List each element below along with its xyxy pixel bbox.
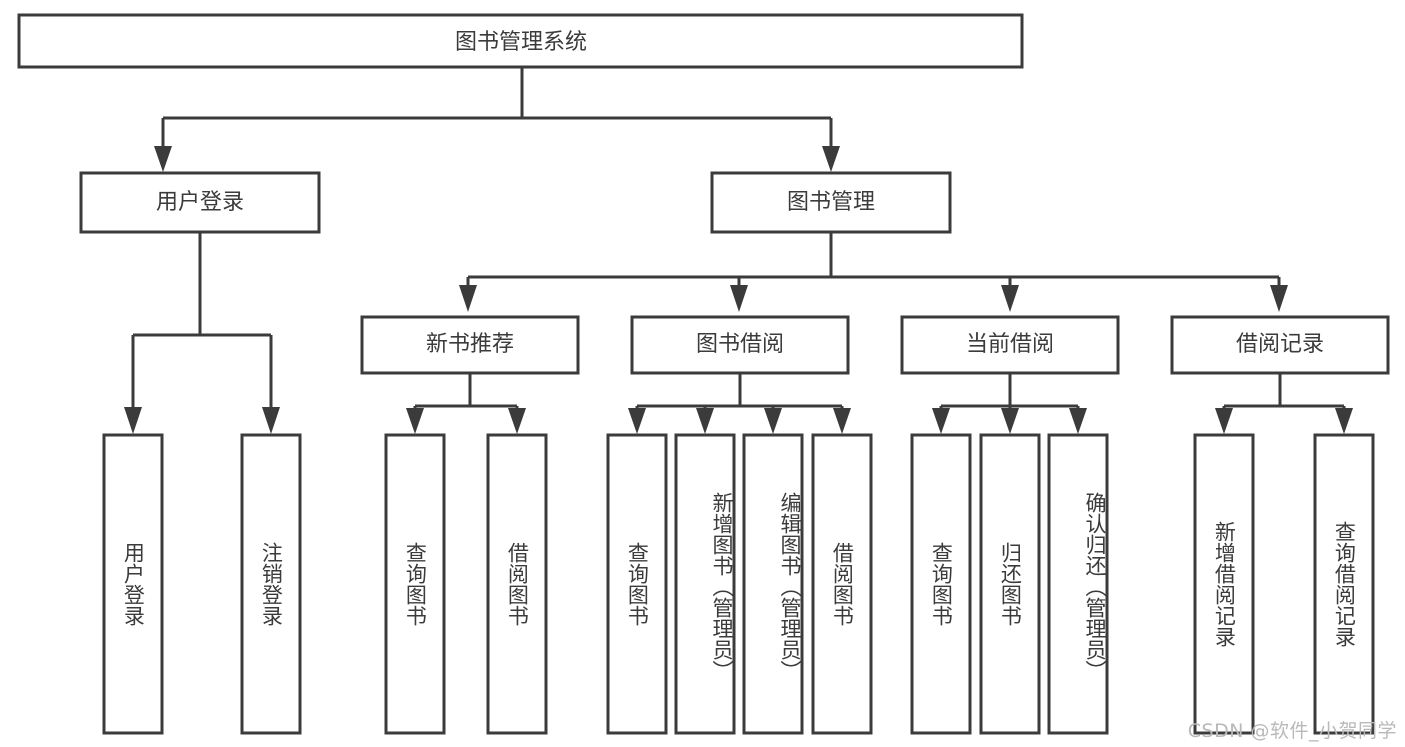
csdn-watermark: CSDN @软件_小贺同学	[1187, 720, 1397, 742]
arrowhead-nbr-0	[406, 408, 424, 434]
arrowhead-br-1	[1335, 408, 1353, 434]
arrowhead-cb-1	[1001, 408, 1019, 434]
leaf-box-nbr-1[interactable]	[486, 433, 548, 735]
leaf-box-br-1[interactable]	[1313, 433, 1375, 735]
arrowhead-br-0	[1215, 408, 1233, 434]
node-current-borrow[interactable]: 当前借阅	[900, 315, 1120, 375]
new-book-recommend-box[interactable]	[360, 315, 580, 375]
node-user-login[interactable]: 用户登录	[79, 171, 321, 234]
arrowhead-ul-leaf-0	[124, 407, 142, 434]
leaf-box-bb-2[interactable]	[742, 433, 804, 735]
current-borrow-box[interactable]	[900, 315, 1120, 375]
arrowhead-l2-2	[1001, 285, 1019, 312]
arrowhead-nbr-1	[508, 408, 526, 434]
arrowhead-cb-2	[1069, 408, 1087, 434]
borrow-record-label: 借阅记录	[1236, 332, 1324, 357]
arrowhead-l2-1	[730, 285, 748, 312]
leaf-box-cb-2[interactable]	[1047, 433, 1109, 735]
arrowhead-bb-1	[696, 408, 714, 434]
root-label: 图书管理系统	[455, 30, 587, 55]
node-new-book-recommend[interactable]: 新书推荐	[360, 315, 580, 375]
node-book-borrow[interactable]: 图书借阅	[630, 315, 850, 375]
user-login-label: 用户登录	[156, 190, 244, 215]
leaf-box-br-0[interactable]	[1193, 433, 1255, 735]
arrowhead-bb-2	[764, 408, 782, 434]
leaf-box-cb-0[interactable]	[910, 433, 972, 735]
leaf-box-nbr-0[interactable]	[384, 433, 446, 735]
leaf-box-user-login-0[interactable]	[102, 433, 164, 735]
leaf-box-bb-1[interactable]	[674, 433, 736, 735]
arrowhead-book-manage	[822, 146, 840, 172]
root-box[interactable]	[17, 13, 1024, 69]
book-borrow-label: 图书借阅	[696, 332, 784, 357]
leaf-box-cb-1[interactable]	[979, 433, 1041, 735]
arrowhead-ul-leaf-1	[262, 407, 280, 434]
leaf-box-user-login-1[interactable]	[240, 433, 302, 735]
arrowhead-user-login	[154, 146, 172, 172]
arrowhead-bb-0	[628, 408, 646, 434]
new-book-recommend-label: 新书推荐	[426, 332, 514, 357]
borrow-record-box[interactable]	[1170, 315, 1390, 375]
book-borrow-box[interactable]	[630, 315, 850, 375]
book-manage-box[interactable]	[710, 171, 952, 234]
node-book-manage[interactable]: 图书管理	[710, 171, 952, 234]
arrowhead-cb-0	[932, 408, 950, 434]
leaf-box-bb-3[interactable]	[811, 433, 873, 735]
arrowhead-l2-3	[1270, 285, 1288, 312]
current-borrow-label: 当前借阅	[966, 332, 1054, 357]
node-root[interactable]: 图书管理系统	[17, 13, 1024, 69]
node-borrow-record[interactable]: 借阅记录	[1170, 315, 1390, 375]
leaf-box-bb-0[interactable]	[606, 433, 668, 735]
arrowhead-bb-3	[833, 408, 851, 434]
arrowhead-l2-0	[459, 285, 477, 312]
book-manage-label: 图书管理	[787, 190, 875, 215]
